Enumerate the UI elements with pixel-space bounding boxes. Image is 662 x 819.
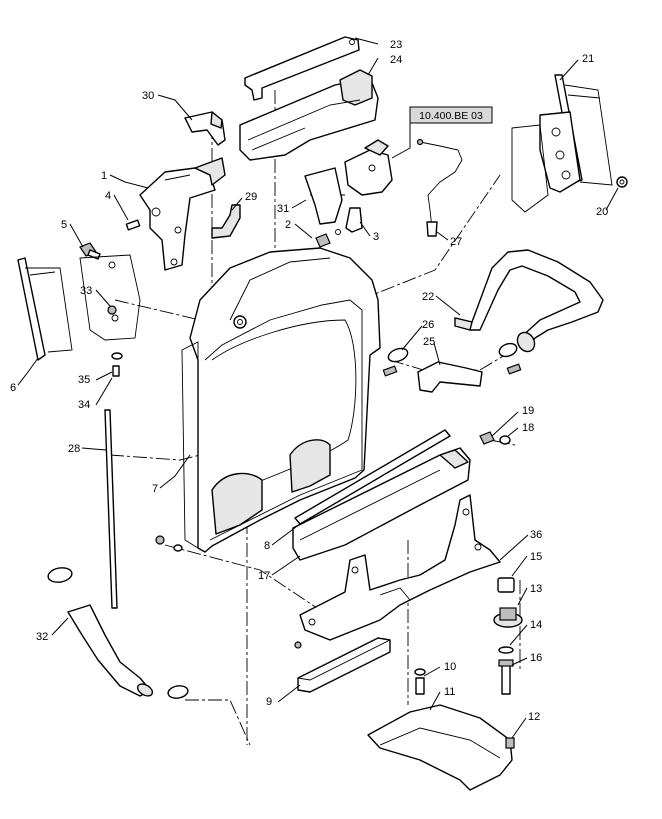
left-side-plate [79,254,141,341]
callout-22: 22 [422,291,434,303]
part-1-mount-bracket [139,157,226,271]
callout-11: 11 [444,686,455,698]
part-29-elbow [211,204,241,239]
reference-link-box[interactable]: 10.400.BE 03 [409,106,493,124]
callout-24: 24 [390,54,402,66]
part-2-fitting [315,229,341,248]
part-4-stud [125,219,141,231]
callout-19: 19 [522,405,534,417]
callout-15: 15 [530,551,542,563]
callout-28: 28 [68,443,80,455]
callout-13: 13 [530,583,542,595]
part-15-spacer [497,577,515,593]
part-28-rod [104,409,118,609]
part-5-bolt [79,242,101,260]
callout-36: 36 [530,529,542,541]
part-12-bolt [505,737,515,749]
callout-30: 30 [142,90,154,102]
part-36-mount-plate [299,494,501,641]
part-26-clamp [382,347,409,377]
part-7-fan-shroud [181,247,381,553]
callout-23: 23 [390,39,402,51]
callout-27: 27 [450,236,462,248]
callout-16: 16 [530,652,542,664]
part-17-lower-panel [292,447,471,561]
part-30-bracket [184,111,226,146]
callout-33: 33 [80,285,92,297]
leader-lines [17,37,619,739]
part-34-bolt [112,365,120,377]
part-32-lower-hose [47,567,189,699]
callout-1: 1 [101,170,107,182]
part-33-nut [107,305,117,315]
part-25-hose [417,342,522,393]
shroud-fastener [155,535,302,649]
part-27-cable [416,138,463,237]
part-19-bolt [479,431,495,445]
part-23-bracket [244,36,360,101]
callout-8: 8 [264,540,270,552]
callout-10: 10 [444,661,456,673]
part-13-isolator [493,607,523,628]
expansion-tank [344,139,393,196]
part-20-grommet [616,176,628,188]
callout-3: 3 [373,231,379,243]
callout-18: 18 [522,422,534,434]
callout-26: 26 [422,319,434,331]
part-16-bolt [498,659,514,695]
part-11-bottom-cover [367,704,513,791]
callout-2: 2 [285,219,291,231]
callout-labels: 23 24 30 1 4 5 6 29 31 2 3 27 21 20 22 2… [10,39,608,723]
callout-25: 25 [423,336,435,348]
callout-21: 21 [582,53,594,65]
callout-34: 34 [78,399,90,411]
callout-29: 29 [245,191,257,203]
callout-9: 9 [266,696,272,708]
callout-17: 17 [258,570,270,582]
part-6-seal-strip [17,257,73,361]
part-8-seal [294,429,451,525]
part-18-washer [499,435,511,445]
callout-12: 12 [528,711,540,723]
part-22-upper-hose [454,249,604,353]
right-side-plate [511,111,581,213]
callout-31: 31 [277,203,289,215]
part-9-block [297,637,391,693]
part-3-hose [345,207,363,233]
part-24-top-shroud [239,69,379,161]
callout-32: 32 [36,631,48,643]
part-10-bolt [414,668,426,695]
part-31-plate [304,167,343,225]
callout-4: 4 [105,190,111,202]
reference-link-label: 10.400.BE 03 [419,110,483,122]
part-35-washer [111,352,123,360]
part-14-washer [498,646,514,654]
callout-14: 14 [530,619,542,631]
callout-6: 6 [10,382,16,394]
callout-7: 7 [152,483,158,495]
callout-5: 5 [61,219,67,231]
callout-35: 35 [78,374,90,386]
callout-20: 20 [596,206,608,218]
